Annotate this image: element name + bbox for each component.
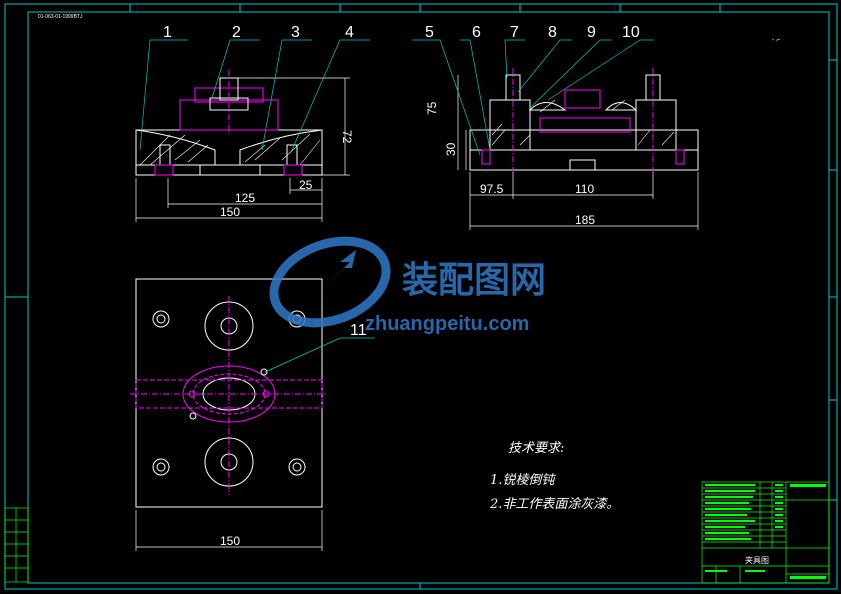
front-dimension-lines [135, 77, 350, 222]
front-view-hatching [139, 133, 321, 166]
title-block [701, 481, 830, 584]
part-number-10: 10 [622, 24, 640, 41]
part-number-7: 7 [510, 24, 519, 41]
corner-mark: - ⌐ [772, 37, 780, 44]
dim-side-offset: 97.5 [480, 182, 504, 196]
part-number-11: 11 [350, 322, 367, 339]
dim-top-width: 150 [220, 534, 240, 548]
front-view [135, 70, 323, 176]
top-dimension-lines [135, 510, 323, 551]
part-number-8: 8 [548, 24, 557, 41]
part-number-2: 2 [232, 24, 241, 41]
part-number-1: 1 [163, 24, 172, 41]
part-number-9: 9 [587, 24, 596, 41]
dim-side-height-total: 75 [425, 101, 439, 115]
dim-front-width-outer: 150 [220, 205, 240, 219]
part-number-3: 3 [291, 24, 300, 41]
dim-front-height: 72 [340, 130, 354, 144]
side-view-hatching [491, 99, 675, 146]
tech-req-item-2: 2.非工作表面涂灰漆。 [489, 496, 619, 512]
leader-lines [139, 39, 654, 373]
part-number-4: 4 [345, 24, 354, 41]
tech-req-item-1: 1.锐棱倒钝 [490, 473, 556, 488]
part-number-6: 6 [472, 24, 481, 41]
watermark-brand: 装配图网 [402, 259, 546, 300]
top-view [130, 278, 328, 508]
dim-side-span: 110 [575, 182, 594, 196]
watermark: 装配图网 zhuangpeitu.com [269, 236, 546, 335]
title-block-fills [705, 484, 826, 579]
side-dimension-lines [457, 75, 699, 230]
title-block-name: 夹具图 [745, 555, 769, 565]
tech-req-title: 技术要求: [508, 441, 564, 456]
side-stamp [4, 507, 29, 583]
watermark-logo-bolt-icon [310, 250, 356, 300]
header-code: 01-063-01-1999BTJ [38, 14, 83, 20]
dim-front-small: 25 [299, 178, 313, 192]
drawing-frame [4, 3, 838, 590]
watermark-url: zhuangpeitu.com [365, 313, 529, 335]
dim-front-width-inner: 125 [235, 191, 255, 205]
dim-side-height-low: 30 [444, 142, 458, 156]
part-number-5: 5 [425, 24, 434, 41]
watermark-logo-icon [269, 236, 391, 328]
side-view [469, 68, 699, 175]
dim-side-width-total: 185 [575, 213, 595, 227]
